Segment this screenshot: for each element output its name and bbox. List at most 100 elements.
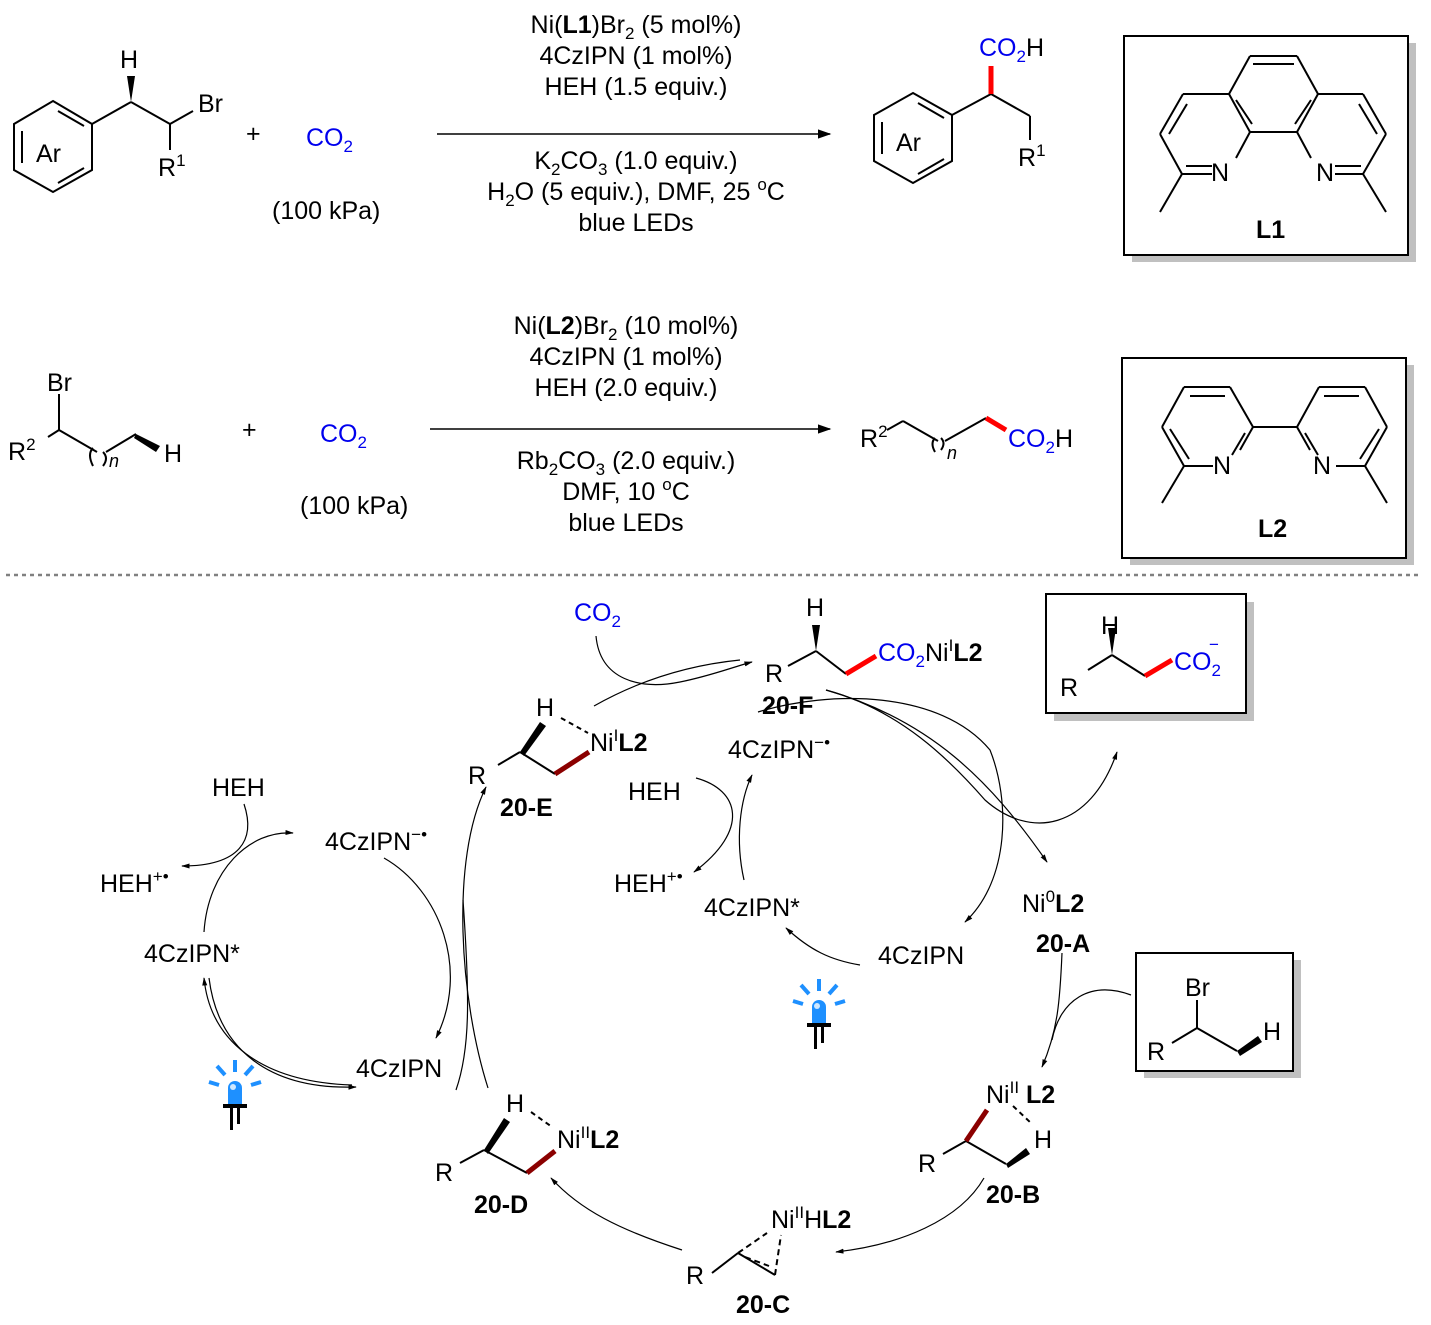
l1-nitrogen-right: N [1316, 159, 1335, 187]
r2-substrate-n-label: n [109, 451, 120, 471]
arrow-left-HEH-in [181, 803, 249, 869]
int-A-formula: Ni0L2 [1022, 887, 1085, 918]
arrow-A-to-B [1041, 952, 1063, 1068]
r2-conditions-above: Ni(L2)Br2 (10 mol%) 4CzIPN (1 mol%) HEH … [514, 311, 739, 404]
int-B-ni: NiII L2 [986, 1078, 1056, 1109]
int-E-structure [497, 717, 589, 775]
r2-catalyst: Ni(L2)Br2 (10 mol%) [513, 312, 739, 344]
r2-plus-sign: + [242, 416, 257, 444]
r1-reductant: HEH (1.5 equiv.) [544, 73, 728, 101]
int-B-h: H [1034, 1126, 1053, 1154]
left-pc-anion: 4CzIPN−• [325, 825, 428, 856]
r2-photocatalyst: 4CzIPN (1 mol%) [529, 343, 723, 371]
substrate-box-r: R [1147, 1038, 1166, 1066]
l2-nitrogen-right: N [1313, 452, 1332, 480]
arrow-substrate-in [1051, 989, 1132, 1041]
substrate-box [1135, 952, 1294, 1072]
left-heh-radical-cation: HEH+• [100, 867, 169, 898]
arrow-D-to-E [462, 786, 489, 1089]
int-C-label: 20-C [736, 1291, 791, 1319]
int-B-structure [942, 1105, 1033, 1165]
arrow-right-HEH-in [693, 777, 734, 873]
r1-catalyst: Ni(L1)Br2 (5 mol%) [530, 11, 742, 43]
right-pc-ground: 4CzIPN [878, 942, 965, 970]
r2-conditions-below: Rb2CO3 (2.0 equiv.) DMF, 10 oC blue LEDs [517, 446, 736, 539]
arrow-E-to-F [593, 659, 741, 707]
int-F-structure [787, 650, 847, 675]
arrow-right-star-to-anion [738, 774, 753, 881]
int-A-label: 20-A [1036, 930, 1091, 958]
product-box-carboxylate: CO2− [1174, 635, 1221, 680]
int-B-r: R [918, 1150, 937, 1178]
r2-substrate-r2-label: R2 [8, 435, 36, 466]
substrate-box-br: Br [1185, 974, 1210, 1002]
product-box-h: H [1101, 612, 1120, 640]
int-D-ni: NiIIL2 [557, 1123, 620, 1154]
l2-label: L2 [1258, 515, 1288, 543]
int-F-h: H [806, 594, 825, 622]
l1-structure [1159, 55, 1387, 213]
arrow-left-pcstar-to-anion [203, 829, 294, 933]
int-E-label: 20-E [500, 794, 553, 822]
r1-product-acid: CO2H [979, 34, 1045, 66]
arrow-left-cycle-line [455, 899, 469, 1091]
l1-box [1123, 35, 1409, 256]
led-icon-right [792, 979, 846, 1049]
int-F-r: R [765, 660, 784, 688]
int-F-formula: CO2NiIL2 [878, 636, 983, 671]
r1-base: K2CO3 (1.0 equiv.) [534, 147, 738, 179]
r1-plus-sign: + [246, 120, 261, 148]
r1-substrate-aryl-label: Ar [36, 140, 61, 168]
arrow-co2-to-F [595, 635, 753, 686]
led-icon-left [208, 1060, 262, 1130]
r2-product-acid: CO2H [1008, 425, 1074, 457]
int-B-label: 20-B [986, 1181, 1041, 1209]
r2-light: blue LEDs [568, 509, 684, 537]
arrow-left-anion-to-ground [383, 857, 451, 1039]
mech-co2: CO2 [574, 599, 621, 631]
r1-substrate-r1-label: R1 [158, 151, 186, 182]
r2-new-bond [984, 415, 1008, 433]
r1-solvent-temp: H2O (5 equiv.), DMF, 25 oC [487, 175, 785, 210]
r2-substrate-br-label: Br [47, 369, 72, 397]
r2-substrate-h-label: H [164, 440, 183, 468]
arrow-F-to-A [825, 689, 1048, 863]
right-heh: HEH [628, 778, 681, 806]
r2-wedge-bond [134, 434, 160, 452]
r2-co2-reagent: CO2 [320, 420, 367, 452]
r1-substrate-h-label: H [120, 46, 139, 74]
l2-box [1121, 357, 1407, 559]
l1-nitrogen-left: N [1211, 159, 1230, 187]
int-D-structure [459, 1111, 553, 1174]
int-E-r: R [468, 762, 487, 790]
r1-product-r1-label: R1 [1018, 141, 1046, 172]
int-E-h: H [536, 694, 555, 722]
product-box [1045, 593, 1247, 714]
right-pc-excited: 4CzIPN* [704, 894, 800, 922]
l1-label: L1 [1256, 216, 1286, 244]
int-D-r: R [435, 1159, 454, 1187]
r2-product-n-label: n [947, 443, 958, 463]
int-F-label: 20-F [762, 692, 814, 720]
left-pc-ground: 4CzIPN [356, 1055, 443, 1083]
r2-reductant: HEH (2.0 equiv.) [534, 374, 718, 402]
substrate-box-h: H [1263, 1018, 1282, 1046]
r2-co2-pressure: (100 kPa) [300, 492, 409, 520]
r1-light: blue LEDs [578, 209, 694, 237]
int-D-label: 20-D [474, 1191, 529, 1219]
r2-product-chain [886, 417, 987, 453]
arrow-B-to-C [835, 1177, 985, 1254]
r1-substrate-br-label: Br [198, 90, 223, 118]
r1-substrate-chain [91, 101, 194, 150]
r2-solvent-temp: DMF, 10 oC [562, 475, 690, 506]
arrow-right-F-to-anion [757, 697, 1004, 923]
int-C-structure [711, 1232, 782, 1276]
product-box-r: R [1060, 674, 1079, 702]
arrow-right-ground-to-star [785, 927, 861, 966]
r2-base: Rb2CO3 (2.0 equiv.) [516, 447, 736, 479]
r1-product-aryl-label: Ar [896, 129, 921, 157]
r1-photocatalyst: 4CzIPN (1 mol%) [539, 42, 733, 70]
l2-structure [1161, 386, 1388, 504]
int-C-formula: NiIIHL2 [771, 1203, 852, 1234]
